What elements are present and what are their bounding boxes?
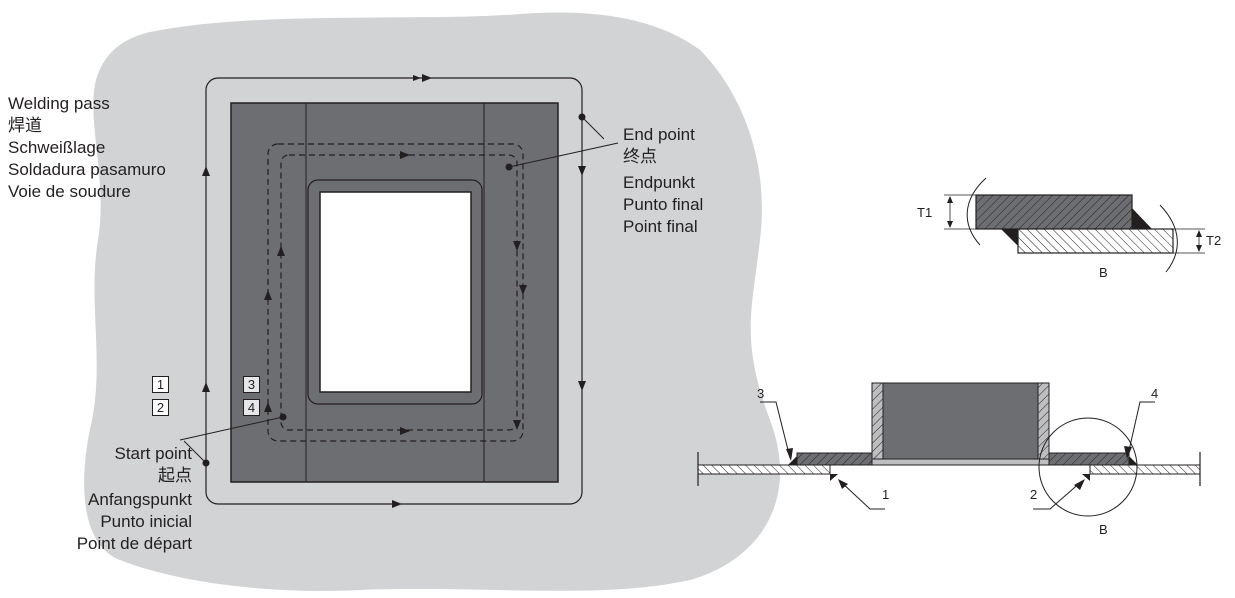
section-b-label: B — [1099, 522, 1108, 537]
section-detail-circle — [1038, 417, 1138, 517]
detail-b-label: B — [1099, 265, 1108, 280]
callout-4-label: 4 — [1151, 386, 1159, 401]
callout-leader-4 — [1127, 401, 1155, 456]
end-point-zh: 终点 — [623, 147, 657, 166]
cross-section — [697, 382, 1201, 517]
detail-weld-left — [1001, 229, 1018, 246]
detail-break-right — [1159, 204, 1178, 273]
detail-weld-right — [1132, 208, 1152, 229]
detail-t2-label: T2 — [1206, 233, 1222, 248]
welding-pass-label: Welding pass 焊道 Schweißlage Soldadura pa… — [8, 93, 166, 203]
section-sleeve-body — [871, 382, 1050, 460]
start-point-fr: Point de départ — [76, 534, 192, 553]
detail-t1-label: T1 — [917, 205, 933, 220]
end-point-label: End point 终点 Endpunkt Punto final Point … — [623, 124, 703, 238]
welding-pass-de: Schweißlage — [8, 138, 106, 157]
callout-2-label: 2 — [1030, 487, 1038, 502]
start-point-es: Punto inicial — [100, 512, 192, 531]
section-sleeve-base — [871, 458, 1050, 466]
end-point-fr: Point final — [623, 217, 698, 236]
welding-pass-en: Welding pass — [8, 94, 110, 113]
pass-marker-3: 3 — [243, 376, 260, 393]
start-point-leader-a — [183, 440, 207, 464]
start-point-leader-b — [179, 416, 284, 441]
end-point-leader-a — [581, 116, 605, 140]
welding-pass-fr: Voie de soudure — [8, 182, 131, 201]
callout-3-label: 3 — [757, 386, 765, 401]
callout-leader-2 — [1033, 480, 1083, 510]
start-point-en: Start point — [114, 444, 193, 463]
outer-pass-arrows — [202, 74, 586, 508]
detail-break-left — [966, 177, 987, 246]
pass-marker-4: 4 — [243, 399, 260, 416]
pass-marker-2: 2 — [152, 399, 169, 416]
pass-marker-1: 1 — [152, 376, 169, 393]
start-point-de: Anfangspunkt — [88, 490, 192, 509]
detail-b — [944, 177, 1205, 273]
dashed-pass-inner — [280, 154, 518, 431]
inner-pass-arrows — [264, 151, 527, 435]
welding-pass-zh: 焊道 — [8, 116, 42, 135]
end-point-en: End point — [623, 125, 695, 144]
end-point-leader-b — [508, 142, 619, 168]
start-point-zh: 起点 — [158, 466, 192, 485]
callout-leader-3 — [760, 401, 791, 459]
end-point-de: Endpunkt — [623, 173, 695, 192]
end-point-es: Punto final — [623, 195, 704, 214]
window-opening — [319, 191, 472, 393]
welding-pass-es: Soldadura pasamuro — [8, 160, 166, 179]
start-point-label: Start point 起点 Anfangspunkt Punto inicia… — [10, 443, 192, 555]
callout-leader-1 — [839, 480, 885, 510]
callout-1-label: 1 — [882, 487, 890, 502]
